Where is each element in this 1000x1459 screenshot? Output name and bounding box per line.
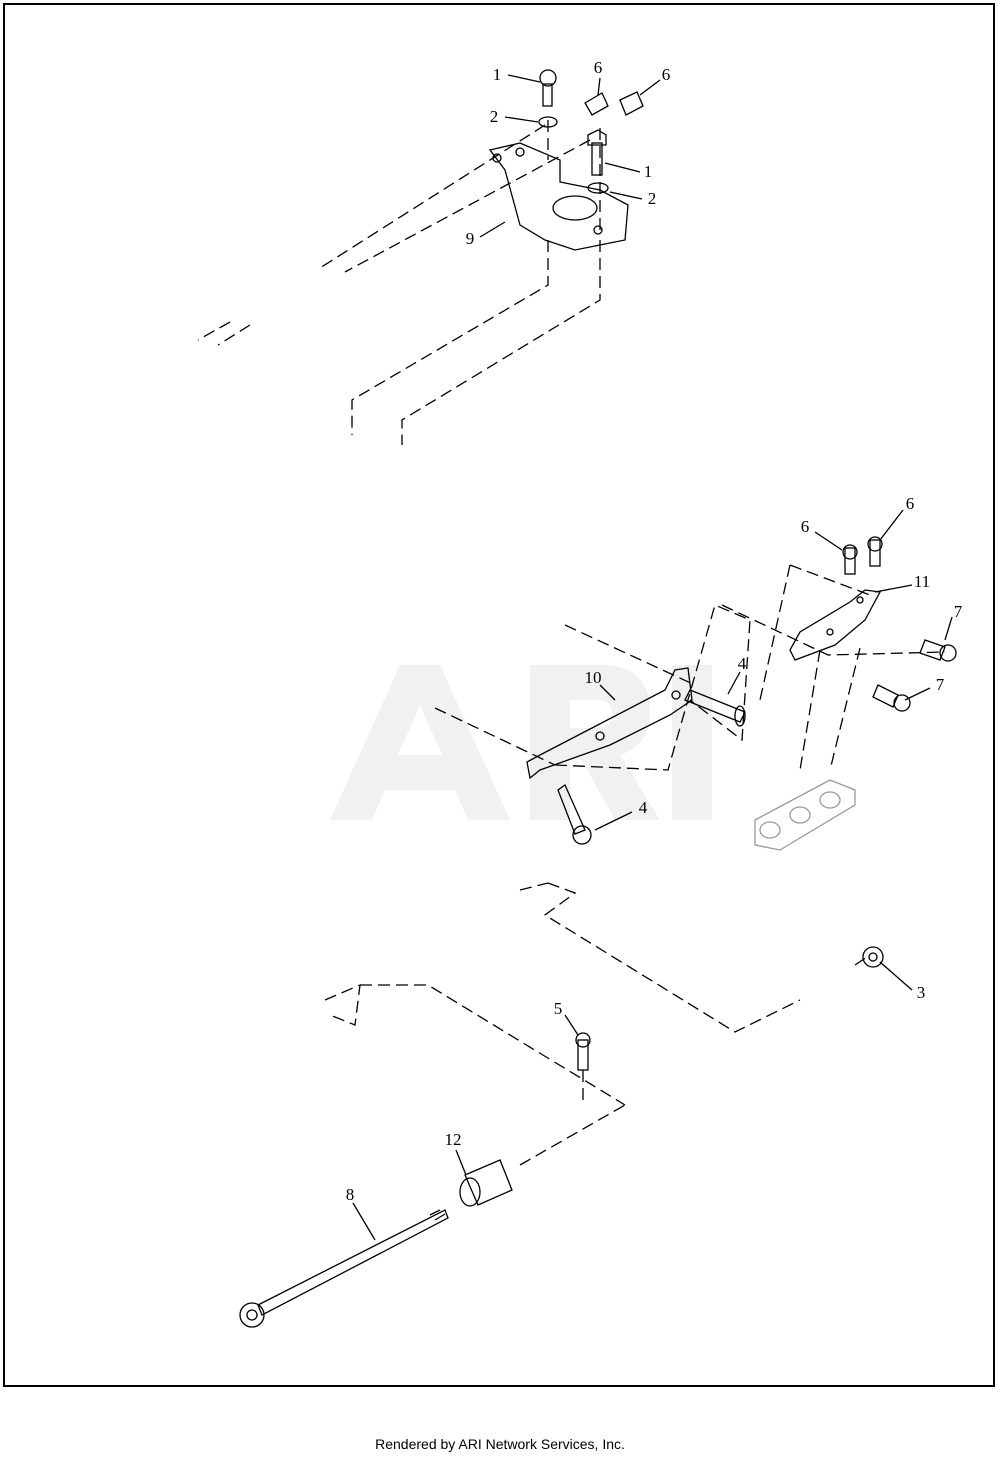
part-bolt-8 [239, 1209, 449, 1328]
callout-8: 8 [345, 1185, 355, 1204]
callout-3: 3 [916, 983, 926, 1002]
callout-7: 7 [953, 602, 963, 621]
callout-6: 6 [593, 58, 603, 77]
part-bracket-10 [526, 667, 693, 780]
callout-6: 6 [661, 65, 671, 84]
part-spacer-12 [459, 1159, 513, 1207]
diagram-frame [3, 3, 995, 1387]
callout-2: 2 [489, 107, 499, 126]
callout-1: 1 [643, 162, 653, 181]
callout-1: 1 [492, 65, 502, 84]
callout-6: 6 [800, 517, 810, 536]
part-bolts-top [538, 69, 644, 194]
assembly-leader-lines [197, 120, 946, 1166]
callout-9: 9 [465, 229, 475, 248]
callout-10: 10 [584, 668, 602, 687]
part-gasket [754, 779, 856, 851]
callout-11: 11 [913, 572, 931, 591]
callout-6: 6 [905, 494, 915, 513]
callout-4: 4 [737, 654, 747, 673]
callout-7: 7 [935, 675, 945, 694]
part-bracket-11 [789, 589, 882, 661]
callout-4: 4 [638, 798, 648, 817]
callout-2: 2 [647, 189, 657, 208]
footer-credit: Rendered by ARI Network Services, Inc. [375, 1436, 625, 1452]
callout-12: 12 [444, 1130, 462, 1149]
part-bolts-mid [557, 536, 957, 1071]
part-bracket-9 [488, 142, 629, 251]
callout-leaders [352, 74, 953, 1241]
callout-5: 5 [553, 999, 563, 1018]
